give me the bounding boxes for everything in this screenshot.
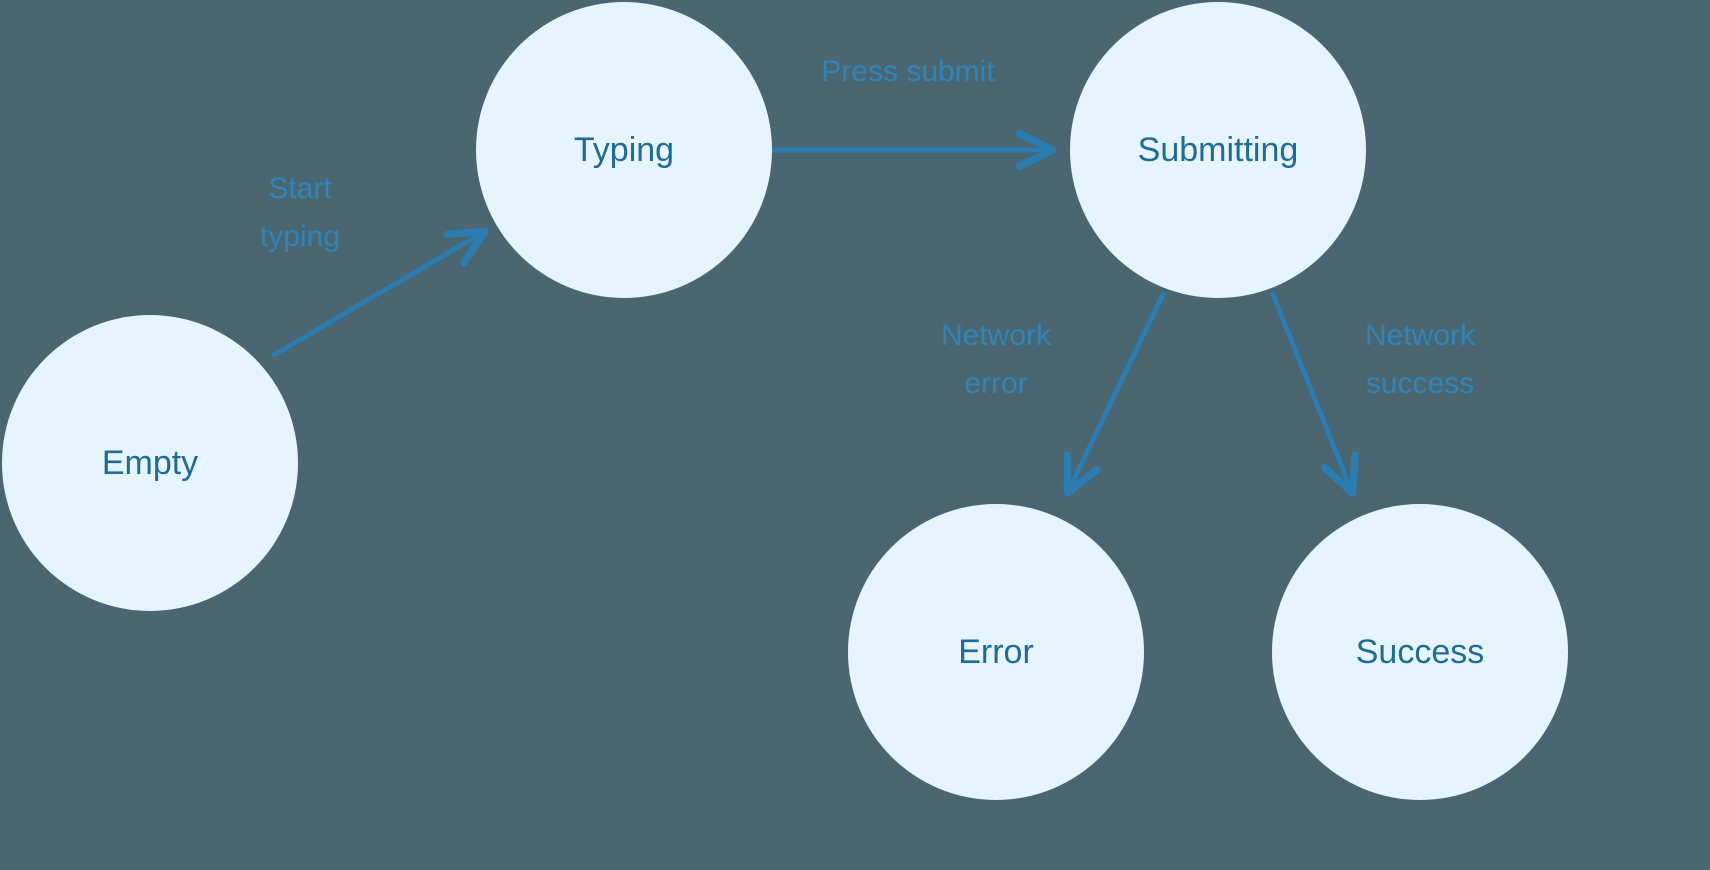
state-node-empty[interactable]: Empty bbox=[2, 315, 298, 611]
edge-label-empty-to-typing: Start typing bbox=[260, 172, 340, 253]
state-circle-error bbox=[848, 504, 1144, 800]
edge-submitting-to-error bbox=[1068, 290, 1167, 492]
edge-label-typing-to-submitting: Press submit bbox=[821, 55, 995, 88]
state-circle-submitting bbox=[1070, 2, 1366, 298]
state-circle-empty bbox=[2, 315, 298, 611]
state-node-success[interactable]: Success bbox=[1272, 504, 1568, 800]
state-node-error[interactable]: Error bbox=[848, 504, 1144, 800]
state-node-typing[interactable]: Typing bbox=[476, 2, 772, 298]
state-label-empty: Empty bbox=[102, 444, 198, 482]
edge-label-submitting-to-error: Network error bbox=[941, 319, 1052, 400]
edge-submitting-to-success bbox=[1269, 291, 1352, 492]
state-label-submitting: Submitting bbox=[1138, 131, 1299, 169]
state-node-submitting[interactable]: Submitting bbox=[1070, 2, 1366, 298]
state-label-typing: Typing bbox=[574, 131, 674, 169]
edges-layer bbox=[270, 150, 1352, 492]
edge-label-line: Press submit bbox=[821, 55, 995, 88]
edge-empty-to-typing bbox=[270, 232, 484, 359]
state-circle-success bbox=[1272, 504, 1568, 800]
state-label-success: Success bbox=[1356, 633, 1485, 671]
state-label-error: Error bbox=[958, 633, 1034, 671]
state-circle-typing bbox=[476, 2, 772, 298]
edge-label-line: typing bbox=[260, 220, 340, 253]
edge-label-line: success bbox=[1366, 367, 1474, 400]
edge-label-submitting-to-success: Network success bbox=[1365, 319, 1476, 400]
edge-label-line: Network bbox=[1365, 319, 1476, 352]
edge-label-line: error bbox=[964, 367, 1027, 400]
edge-label-line: Start bbox=[268, 172, 332, 205]
edge-label-line: Network bbox=[941, 319, 1052, 352]
